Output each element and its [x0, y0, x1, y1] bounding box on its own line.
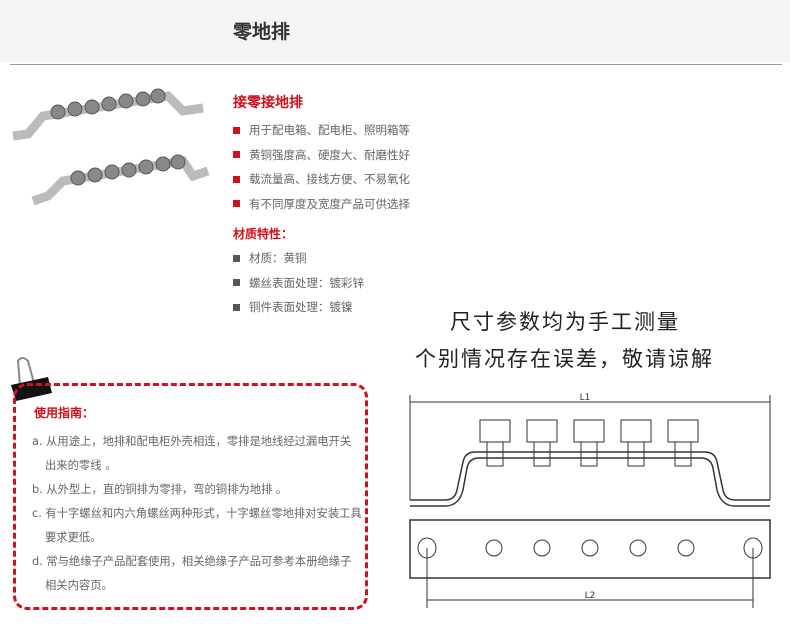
ground-bar-bent	[12, 88, 204, 141]
bullet-icon	[233, 175, 240, 183]
usage-guide-box: 使用指南： a. 从用途上，地排和配电柜外壳相连，零排是地线经过漏电开关出来的零…	[13, 383, 368, 610]
guide-item: b. 从外型上，直的铜排为零排，弯的铜排为地排 。	[32, 483, 288, 496]
l1-label: L1	[580, 393, 591, 403]
product-photo	[12, 88, 210, 206]
list-item: 载流量高、接线方便、不易氧化	[233, 167, 410, 192]
bullet-icon	[233, 279, 240, 287]
header-bar	[0, 0, 790, 62]
product-name: 接零接地排	[233, 95, 303, 111]
bullet-icon	[233, 254, 240, 262]
list-item: 用于配电箱、配电柜、照明箱等	[233, 118, 410, 143]
material-title: 材质特性：	[233, 227, 294, 241]
list-item: 螺丝表面处理：镀彩锌	[233, 271, 364, 296]
guide-item: d. 常与绝缘子产品配套使用，相关绝缘子产品可参考本册绝缘子相关内容页。	[32, 555, 352, 592]
bullet-icon	[233, 200, 240, 208]
terminal-blocks	[479, 419, 699, 467]
material-list: 材质：黄铜 螺丝表面处理：镀彩锌 铜件表面处理：镀镍	[233, 246, 364, 320]
neutral-bar-straight	[31, 154, 210, 206]
dimension-diagram: L1 L2	[409, 393, 771, 608]
divider	[10, 64, 782, 65]
guide-title: 使用指南：	[34, 406, 95, 420]
list-item: 材质：黄铜	[233, 246, 364, 271]
list-item: 有不同厚度及宽度产品可供选择	[233, 192, 410, 217]
guide-list: a. 从用途上，地排和配电柜外壳相连，零排是地线经过漏电开关出来的零线 。 b.…	[32, 430, 362, 598]
list-item: 铜件表面处理：镀镍	[233, 295, 364, 320]
page-title: 零地排	[233, 21, 291, 43]
notice-line-2: 个别情况存在误差，敬请谅解	[415, 347, 714, 371]
bullet-icon	[233, 151, 240, 159]
bullet-icon	[233, 126, 240, 134]
bullet-icon	[233, 303, 240, 311]
notice-line-1: 尺寸参数均为手工测量	[450, 310, 680, 334]
guide-item: a. 从用途上，地排和配电柜外壳相连，零排是地线经过漏电开关出来的零线 。	[32, 435, 352, 472]
list-item: 黄铜强度高、硬度大、耐磨性好	[233, 143, 410, 168]
l2-label: L2	[585, 591, 596, 601]
guide-item: c. 有十字螺丝和内六角螺丝两种形式，十字螺丝零地排对安装工具要求更低。	[32, 507, 362, 544]
feature-list: 用于配电箱、配电柜、照明箱等 黄铜强度高、硬度大、耐磨性好 载流量高、接线方便、…	[233, 118, 410, 216]
